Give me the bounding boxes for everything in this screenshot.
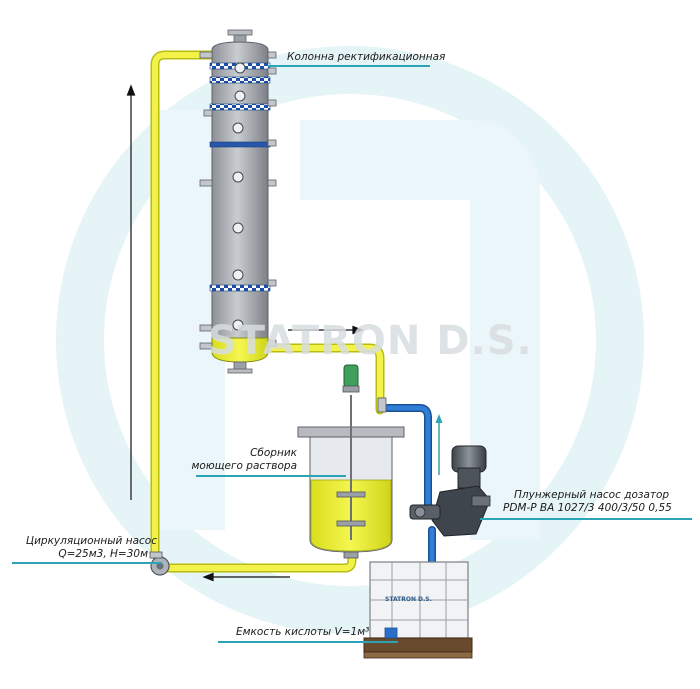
label-rectification-column: Колонна ректификационная (287, 51, 446, 63)
label-underline-acid-tank (218, 641, 398, 643)
dosing-pump (409, 445, 491, 537)
mixer-motor (342, 364, 360, 393)
rectification-column (199, 29, 277, 374)
label-underline-column (268, 65, 430, 67)
label-circulation-pump-line1: Циркуляционный насос (25, 535, 157, 547)
blue-dosing-pipe (384, 404, 436, 569)
label-collector-line2: моющего раствора (191, 460, 297, 472)
acid-ibc-tank (363, 561, 473, 659)
label-underline-dosing-pump (480, 518, 692, 520)
label-dosing-pump-line1: Плунжерный насос дозатор (514, 489, 670, 501)
label-acid-tank: Емкость кислоты V=1м³ (236, 626, 370, 638)
yellow-circulation-pipe (150, 50, 385, 573)
ibc-brand-text: STATRON D.S. (385, 596, 432, 603)
watermark-logo (56, 46, 644, 634)
label-collector-line1: Сборник (250, 447, 297, 459)
label-underline-collector (196, 475, 346, 477)
collector-tank (297, 364, 405, 559)
label-underline-circulation-pump (12, 562, 162, 564)
label-circulation-pump-line2: Q=25м3, H=30м (58, 548, 148, 560)
label-dosing-pump-line2: PDM-P BA 1027/3 400/3/50 0,55 (503, 502, 672, 514)
watermark-text: STATRON D.S. (208, 318, 533, 364)
circulation-pump (149, 551, 170, 576)
